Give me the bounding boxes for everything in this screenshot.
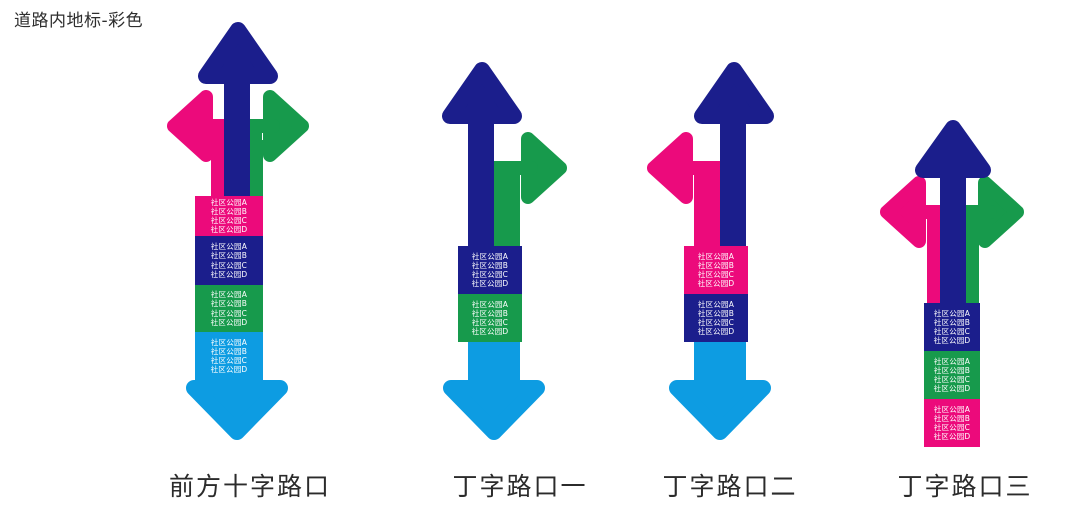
plate-line: 社区公园D: [210, 269, 248, 279]
figure-caption: 丁字路口二: [662, 472, 798, 501]
plate-stack-t-junction-three: 社区公园A 社区公园B 社区公园C 社区公园D 社区公园A 社区公园B 社区公园…: [924, 303, 980, 447]
figure-crossroad-ahead: 社区公园A 社区公园B 社区公园C 社区公园D 社区公园A 社区公园B 社区公园…: [150, 0, 350, 525]
plate-line: 社区公园D: [471, 327, 509, 337]
figure-t-junction-one-arrows: [442, 62, 567, 440]
plate-line: 社区公园C: [933, 327, 971, 336]
shaft-stripe-navy: [940, 219, 966, 306]
shaft-stripe-pink: [927, 219, 940, 306]
plate-line: 社区公园B: [210, 346, 248, 356]
plate-line: 社区公园B: [210, 206, 248, 216]
plate-green: 社区公园A 社区公园B 社区公园C 社区公园D: [924, 351, 980, 399]
plate-line: 社区公园C: [210, 356, 248, 365]
plate-stack-t-junction-one: 社区公园A 社区公园B 社区公园C 社区公园D 社区公园A 社区公园B 社区公园…: [458, 246, 522, 342]
down-arrow-cyan: [669, 340, 771, 440]
plate-line: 社区公园D: [697, 279, 735, 289]
figure-t-junction-two: 社区公园A 社区公园B 社区公园C 社区公园D 社区公园A 社区公园B 社区公园…: [630, 0, 830, 525]
plate-line: 社区公园A: [471, 251, 509, 261]
plate-line: 社区公园A: [933, 308, 971, 318]
plate-line: 社区公园C: [471, 318, 509, 327]
plate-line: 社区公园A: [210, 337, 248, 347]
plate-line: 社区公园A: [697, 251, 735, 261]
shaft-stripe-green: [494, 175, 520, 251]
plate-pink: 社区公园A 社区公园B 社区公园C 社区公园D: [924, 399, 980, 447]
shaft-stripe-navy: [468, 175, 494, 251]
plate-line: 社区公园A: [210, 197, 248, 207]
plate-line: 社区公园C: [210, 216, 248, 225]
plate-line: 社区公园B: [933, 317, 971, 327]
plate-line: 社区公园B: [210, 251, 248, 261]
plate-line: 社区公园C: [210, 260, 248, 270]
plate-line: 社区公园C: [471, 270, 509, 279]
plate-cyan: 社区公园A 社区公园B 社区公园C 社区公园D: [195, 332, 263, 380]
down-arrow-cyan: [443, 340, 545, 440]
plate-green: 社区公园A 社区公园B 社区公园C 社区公园D: [195, 285, 263, 332]
figure-t-junction-one: 社区公园A 社区公园B 社区公园C 社区公园D 社区公园A 社区公园B 社区公园…: [420, 0, 620, 525]
plate-navy: 社区公园A 社区公园B 社区公园C 社区公园D: [924, 303, 980, 351]
shaft-stripe-navy: [720, 175, 746, 251]
plate-line: 社区公园B: [471, 308, 509, 318]
plate-line: 社区公园D: [210, 317, 248, 327]
figure-t-junction-two-arrows: [647, 62, 774, 440]
plate-line: 社区公园D: [933, 336, 971, 346]
plate-line: 社区公园D: [933, 432, 971, 442]
plate-stack-t-junction-two: 社区公园A 社区公园B 社区公园C 社区公园D 社区公园A 社区公园B 社区公园…: [684, 246, 748, 342]
plate-stack-crossroad-ahead: 社区公园A 社区公园B 社区公园C 社区公园D 社区公园A 社区公园B 社区公园…: [195, 196, 263, 380]
plate-line: 社区公园A: [933, 404, 971, 414]
plate-pink: 社区公园A 社区公园B 社区公园C 社区公园D: [195, 196, 263, 236]
plate-navy: 社区公园A 社区公园B 社区公园C 社区公园D: [195, 236, 263, 285]
plate-line: 社区公园A: [210, 290, 248, 300]
plate-line: 社区公园D: [210, 365, 248, 375]
figure-caption: 前方十字路口: [168, 472, 331, 501]
plate-line: 社区公园A: [471, 299, 509, 309]
plate-line: 社区公园B: [933, 413, 971, 423]
plate-line: 社区公园C: [697, 318, 735, 327]
plate-line: 社区公园C: [210, 308, 248, 318]
page-title: 道路内地标-彩色: [14, 11, 144, 31]
plate-line: 社区公园C: [933, 423, 971, 432]
plate-line: 社区公园B: [933, 365, 971, 375]
shaft-stripe-pink: [694, 175, 720, 251]
plate-line: 社区公园D: [697, 327, 735, 337]
plate-navy: 社区公园A 社区公园B 社区公园C 社区公园D: [684, 294, 748, 342]
plate-line: 社区公园D: [933, 384, 971, 394]
plate-line: 社区公园A: [933, 356, 971, 366]
plate-line: 社区公园B: [697, 260, 735, 270]
shaft-stripe-green: [966, 219, 979, 306]
plate-line: 社区公园A: [697, 299, 735, 309]
plate-line: 社区公园A: [210, 242, 248, 252]
figure-t-junction-three-arrows: [880, 120, 1024, 306]
plate-line: 社区公园D: [471, 279, 509, 289]
figure-caption: 丁字路口三: [897, 472, 1033, 501]
plate-green: 社区公园A 社区公园B 社区公园C 社区公园D: [458, 294, 522, 342]
figure-caption: 丁字路口一: [452, 472, 588, 501]
figure-t-junction-three: 社区公园A 社区公园B 社区公园C 社区公园D 社区公园A 社区公园B 社区公园…: [865, 0, 1065, 525]
plate-line: 社区公园C: [697, 270, 735, 279]
plate-line: 社区公园B: [697, 308, 735, 318]
plate-line: 社区公园C: [933, 375, 971, 384]
plate-line: 社区公园D: [210, 225, 248, 235]
plate-pink: 社区公园A 社区公园B 社区公园C 社区公园D: [684, 246, 748, 294]
up-arrow-navy: [442, 62, 522, 251]
plate-navy: 社区公园A 社区公园B 社区公园C 社区公园D: [458, 246, 522, 294]
plate-line: 社区公园B: [210, 299, 248, 309]
plate-line: 社区公园B: [471, 260, 509, 270]
